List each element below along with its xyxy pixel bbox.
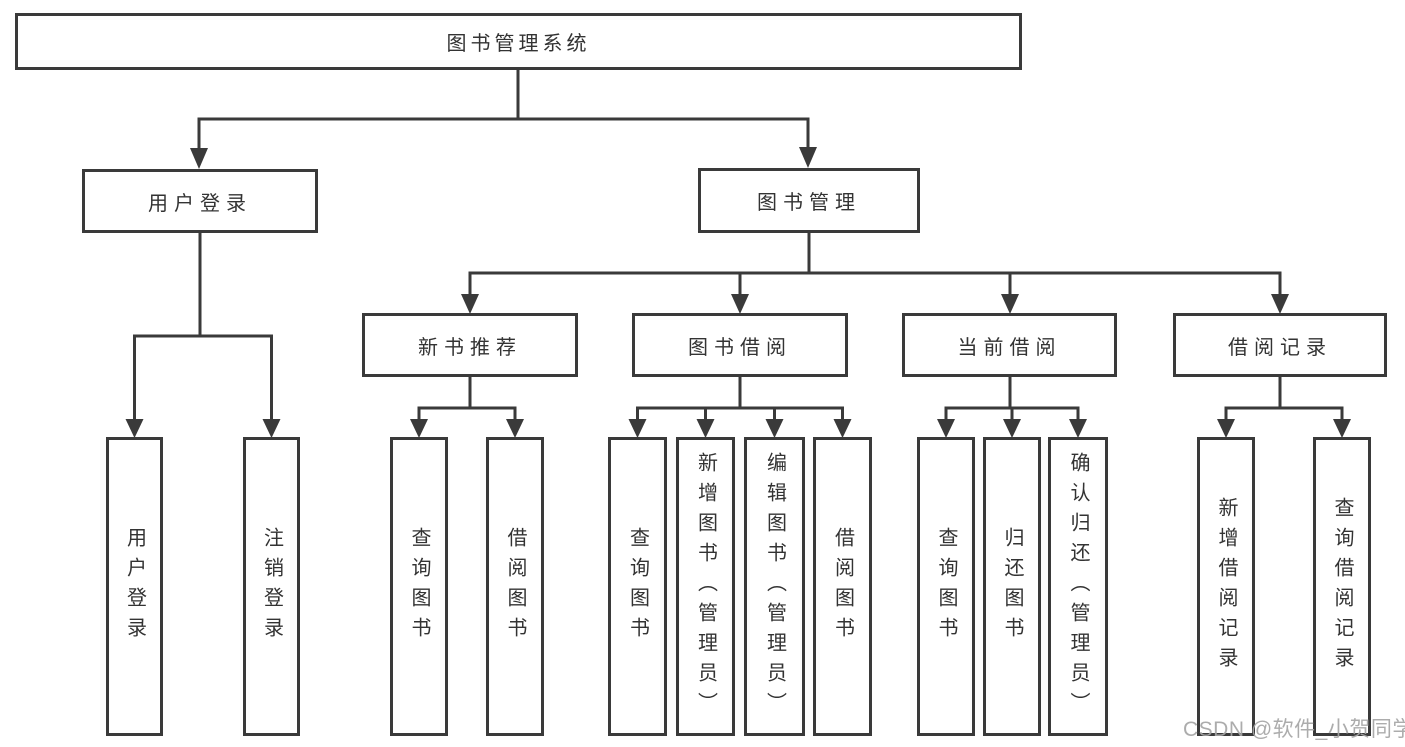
node-user-login: 用户登录 [106, 437, 163, 736]
csdn-watermark: CSDN @软件_小贺同学 [1183, 718, 1405, 741]
node-library-system: 图书管理系统 [15, 13, 1022, 70]
node-book-borrowing: 图书借阅 [632, 313, 848, 377]
node-logout: 注销登录 [243, 437, 300, 736]
node-new-book-recommend: 新书推荐 [362, 313, 578, 377]
node-query-books-borrowing: 查询图书 [608, 437, 667, 736]
node-borrow-books: 借阅图书 [813, 437, 872, 736]
node-edit-book-admin: 编辑图书（管理员） [744, 437, 805, 736]
node-confirm-return-admin: 确认归还（管理员） [1048, 437, 1108, 736]
node-book-management-module: 图书管理 [698, 168, 920, 233]
node-add-book-admin: 新增图书（管理员） [676, 437, 735, 736]
node-current-borrowing: 当前借阅 [902, 313, 1117, 377]
node-return-books: 归还图书 [983, 437, 1041, 736]
node-borrow-books-recommend: 借阅图书 [486, 437, 544, 736]
node-query-books-recommend: 查询图书 [390, 437, 448, 736]
node-add-borrow-record: 新增借阅记录 [1197, 437, 1255, 736]
node-user-login-module: 用户登录 [82, 169, 318, 233]
node-query-borrow-record: 查询借阅记录 [1313, 437, 1371, 736]
node-borrowing-records: 借阅记录 [1173, 313, 1387, 377]
node-query-books-current: 查询图书 [917, 437, 975, 736]
